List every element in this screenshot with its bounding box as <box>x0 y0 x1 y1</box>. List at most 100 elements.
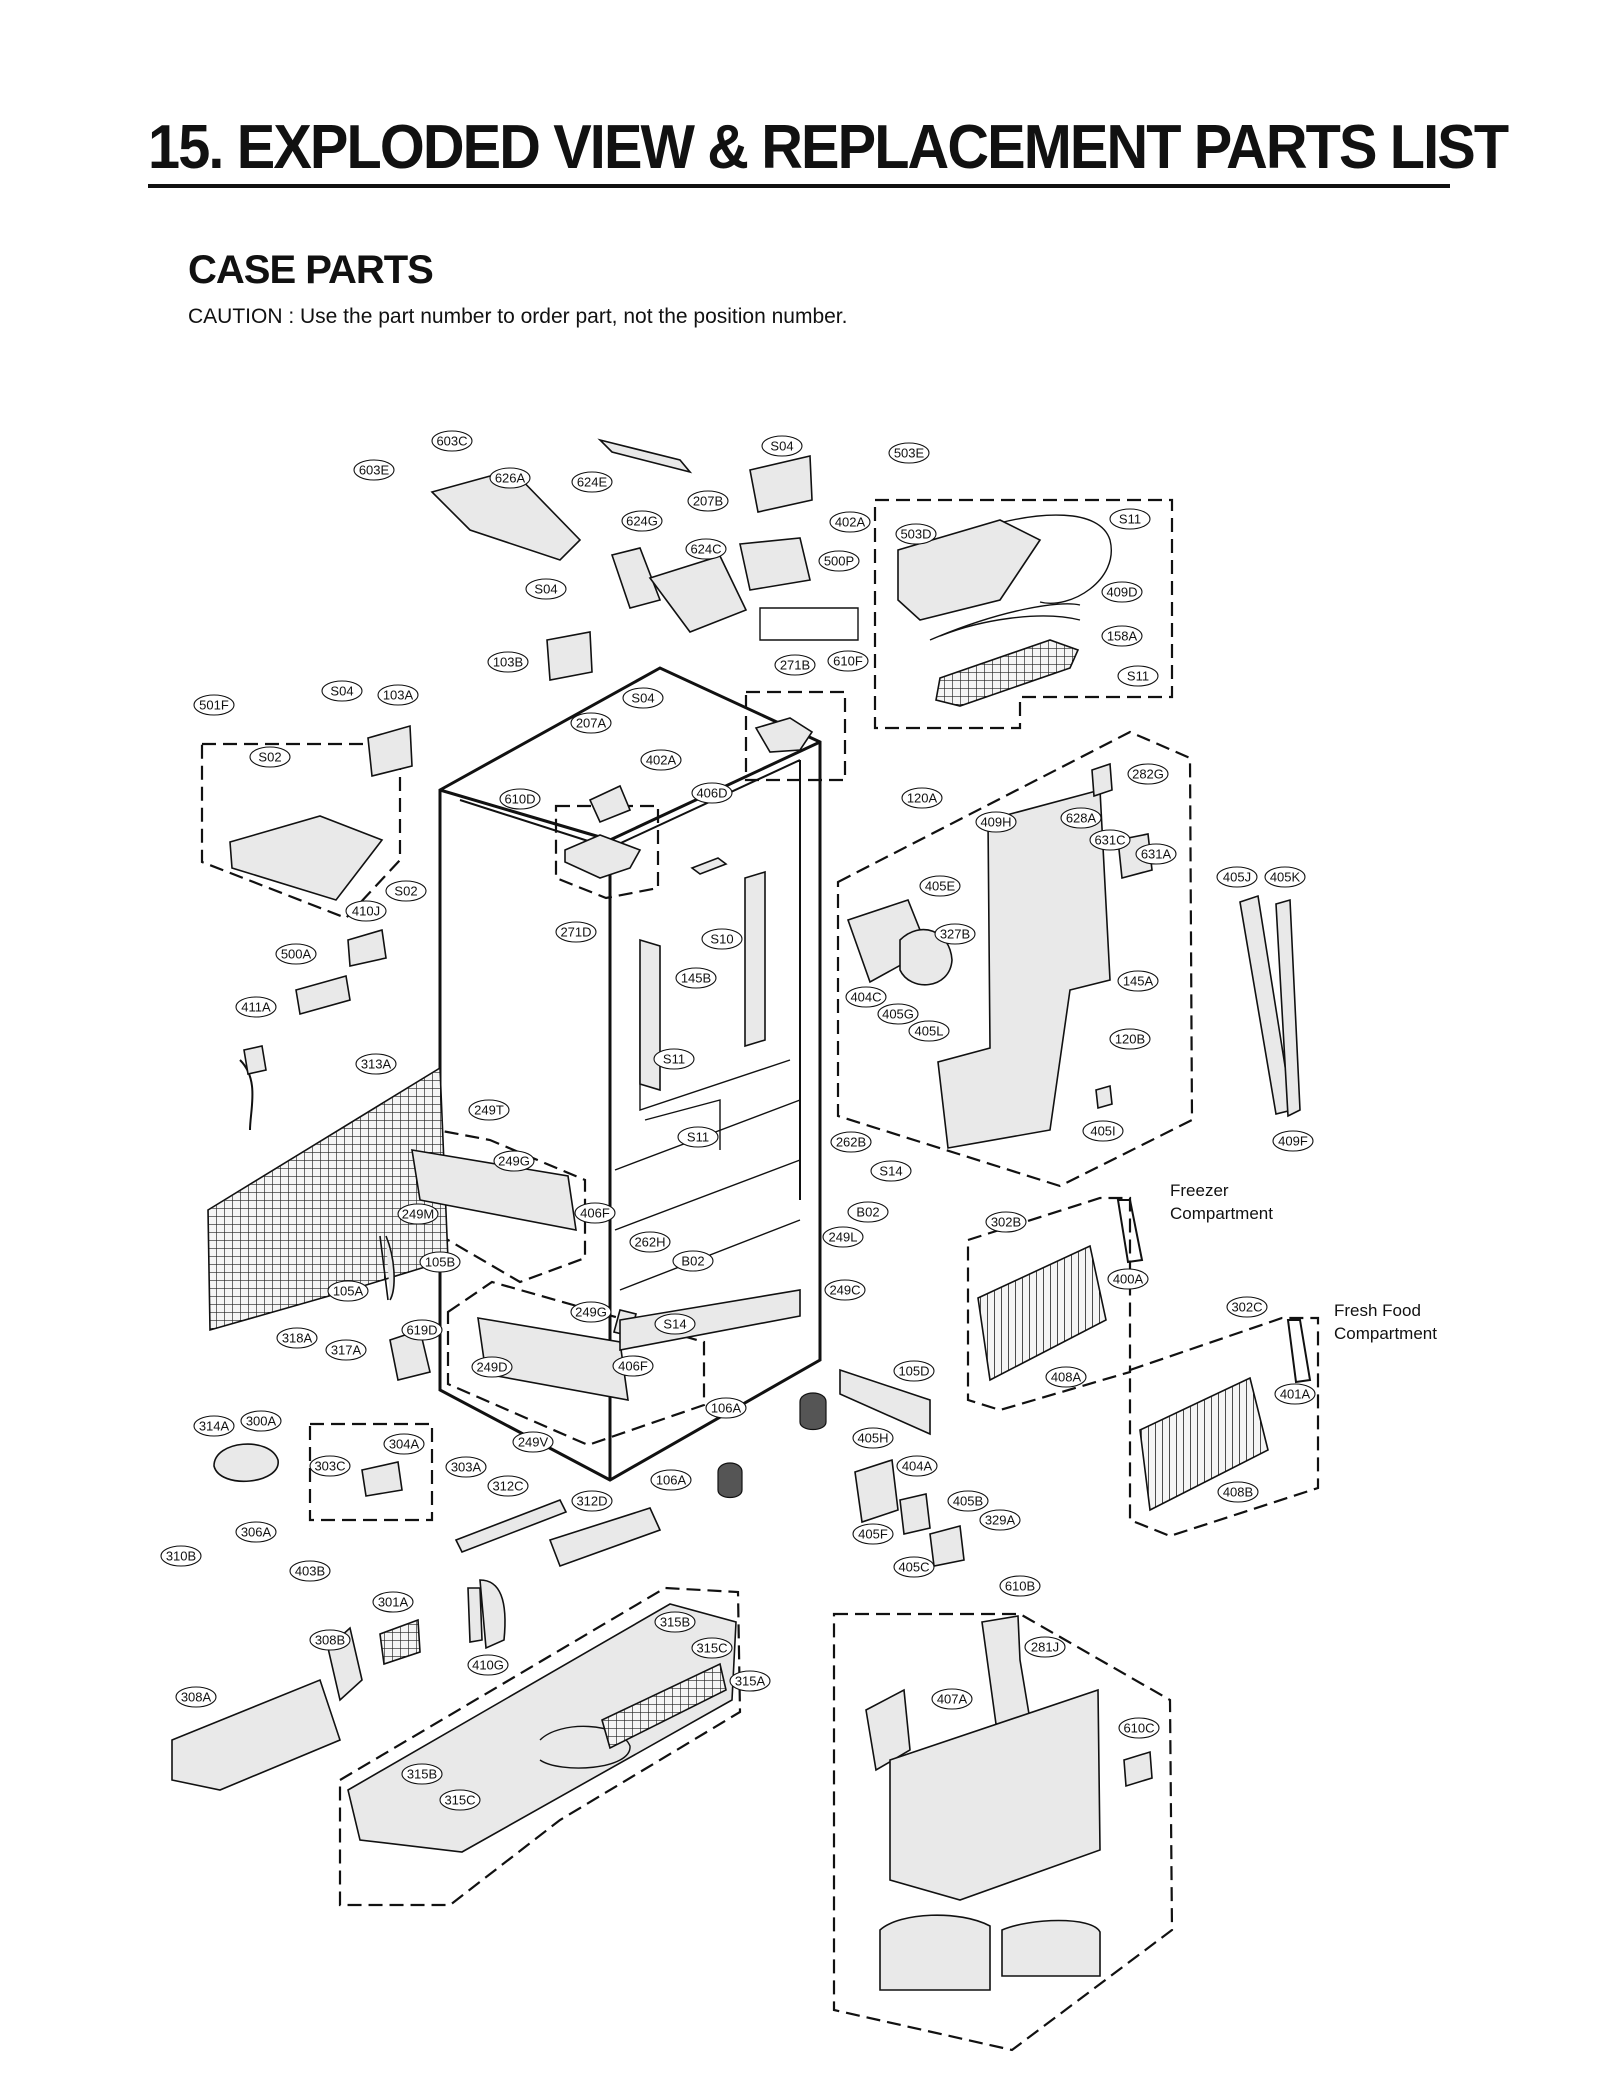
callout-bubble <box>309 1455 351 1477</box>
callout-label: 624G <box>626 514 658 529</box>
callout: S11 <box>653 1048 695 1070</box>
callout-bubble <box>677 1126 719 1148</box>
callout: 603C <box>431 430 473 452</box>
callout: S14 <box>870 1160 912 1182</box>
callout-label: 406D <box>696 786 727 801</box>
callout-bubble <box>419 1251 461 1273</box>
callout-bubble <box>175 1686 217 1708</box>
callout-label: S04 <box>534 582 557 597</box>
callout-label: S11 <box>663 1052 685 1067</box>
callout-bubble <box>235 1521 277 1543</box>
group-boundary-hinge-lower <box>554 804 660 900</box>
callout-label: 318A <box>282 1331 313 1346</box>
callout: 406F <box>574 1202 616 1224</box>
callout: 314A <box>193 1415 235 1437</box>
callout-label: 405B <box>953 1494 983 1509</box>
callout: 103B <box>487 651 529 673</box>
callout-label: 401A <box>1280 1387 1311 1402</box>
callout-label: 249V <box>518 1435 549 1450</box>
callout-label: 405K <box>1270 870 1301 885</box>
callout-bubble <box>499 788 541 810</box>
callout-bubble <box>999 1575 1041 1597</box>
caution-note: CAUTION : Use the part number to order p… <box>188 305 848 328</box>
callout: S04 <box>761 435 803 457</box>
callout-label: 249D <box>476 1360 507 1375</box>
callout-bubble <box>325 1339 367 1361</box>
callout-bubble <box>468 1099 510 1121</box>
callout-label: 282G <box>1132 767 1164 782</box>
callout-label: 405L <box>915 1024 944 1039</box>
callout-bubble <box>355 1053 397 1075</box>
fresh-food-label-line-2: Compartment <box>1334 1324 1437 1343</box>
callout-label: 281J <box>1031 1640 1059 1655</box>
callout: 302C <box>1226 1296 1268 1318</box>
callout-bubble <box>830 1131 872 1153</box>
callout: 401A <box>1274 1383 1316 1405</box>
callout-bubble <box>571 471 613 493</box>
callout-label: 500A <box>281 947 312 962</box>
callout-label: 271B <box>780 658 810 673</box>
callout: 410G <box>467 1654 509 1676</box>
callout-label: 405G <box>882 1007 914 1022</box>
callout: 308B <box>309 1629 351 1651</box>
callout-bubble <box>729 1670 771 1692</box>
callout-bubble <box>397 1203 439 1225</box>
callout-bubble <box>908 1020 950 1042</box>
callout-label: 610B <box>1005 1579 1035 1594</box>
callout-bubble <box>275 943 317 965</box>
fan-duct <box>854 1458 1153 1991</box>
callout: 304A <box>383 1433 425 1455</box>
callout: 249D <box>471 1356 513 1378</box>
vent-assembly <box>897 514 1112 707</box>
callout: B02 <box>672 1250 714 1272</box>
callout: 158A <box>1101 625 1143 647</box>
callout-bubble <box>877 1003 919 1025</box>
callout-bubble <box>289 1560 331 1582</box>
group-boundary-base <box>338 1586 742 1907</box>
callout-label: 306A <box>241 1525 272 1540</box>
callout-bubble <box>471 1356 513 1378</box>
callout: 406D <box>691 782 733 804</box>
callout-label: S10 <box>710 932 733 947</box>
callout-bubble <box>985 1211 1027 1233</box>
callout-label: S11 <box>1127 669 1149 684</box>
callout-label: 301A <box>378 1595 409 1610</box>
callout-bubble <box>372 1591 414 1613</box>
callout-label: 610D <box>504 792 535 807</box>
callout: 408A <box>1045 1366 1087 1388</box>
callout-label: 308B <box>315 1633 345 1648</box>
callout-label: 303C <box>314 1459 345 1474</box>
group-boundary-top-vent <box>873 498 1174 730</box>
callout: 409H <box>975 811 1017 833</box>
callout: 315C <box>691 1637 733 1659</box>
callout-label: 405I <box>1090 1124 1115 1139</box>
callout: 315C <box>439 1789 481 1811</box>
callout-bubble <box>1082 1120 1124 1142</box>
callout: 628A <box>1060 807 1102 829</box>
callout: 405F <box>852 1523 894 1545</box>
callout-label: 103B <box>493 655 523 670</box>
callout-bubble <box>1272 1130 1314 1152</box>
callout-label: S02 <box>394 884 417 899</box>
callout-label: 312C <box>492 1479 523 1494</box>
callout-bubble <box>653 1048 695 1070</box>
callout: 411A <box>235 996 277 1018</box>
callout-bubble <box>621 510 663 532</box>
callout-bubble <box>570 712 612 734</box>
callout: 405J <box>1216 866 1258 888</box>
callout-label: 302C <box>1231 1300 1262 1315</box>
callout-label: 404A <box>902 1459 933 1474</box>
callout-bubble <box>276 1327 318 1349</box>
callout: 249L <box>822 1226 864 1248</box>
callout: 409F <box>1272 1130 1314 1152</box>
callout-bubble <box>1089 829 1131 851</box>
section-title: CASE PARTS <box>188 248 434 292</box>
callout: 249M <box>397 1203 439 1225</box>
callout-bubble <box>612 1355 654 1377</box>
callout: 249T <box>468 1099 510 1121</box>
callout: 503E <box>888 442 930 464</box>
callout-label: 405F <box>858 1527 888 1542</box>
callout-label: 408A <box>1051 1370 1082 1385</box>
callout: 105B <box>419 1251 461 1273</box>
callout-label: 405J <box>1223 870 1251 885</box>
